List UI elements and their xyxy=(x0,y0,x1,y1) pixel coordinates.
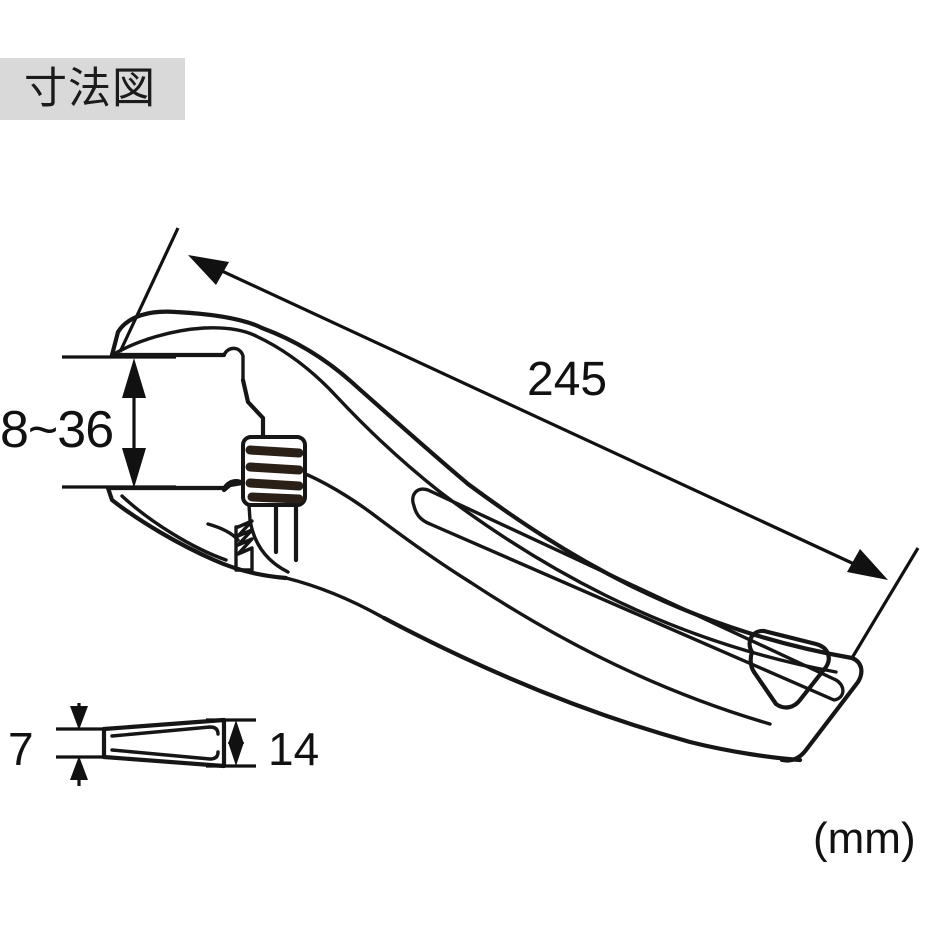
width-arrow-down-icon xyxy=(228,742,244,766)
jaw-thickness-label: 7 xyxy=(8,723,34,775)
movable-jaw-shoulder xyxy=(222,479,290,574)
jaw-thickness-dimension xyxy=(56,703,104,786)
length-extension-line-right xyxy=(850,547,920,659)
hanging-hole xyxy=(747,628,831,710)
length-arrow-right-icon xyxy=(847,549,888,580)
head-upper-contour xyxy=(259,325,471,487)
movable-jaw-rack-teeth xyxy=(234,519,254,572)
worm-thread-1 xyxy=(245,445,304,458)
handle-groove xyxy=(411,487,845,702)
jaw-opening-label: 8~36 xyxy=(0,401,114,459)
handle-top-edge xyxy=(465,481,855,661)
head-lower-contour xyxy=(294,468,472,584)
overall-length-label: 245 xyxy=(527,353,608,406)
handle xyxy=(381,481,864,763)
wrench-head-body xyxy=(254,325,472,620)
fixed-jaw-notch xyxy=(222,346,245,382)
worm-thread-3 xyxy=(245,478,304,491)
thickness-arrow-down-icon xyxy=(70,706,88,730)
movable-jaw-bottom-edge xyxy=(105,485,289,581)
handle-end-cap xyxy=(779,655,864,763)
section-title-chip: 寸法図 xyxy=(0,58,185,120)
head-underside-contour xyxy=(284,576,386,620)
jaw-opening-arrow-up-icon xyxy=(122,358,146,398)
worm-thread-2 xyxy=(245,462,304,475)
overall-length-dimension xyxy=(118,227,920,659)
head-upper-inner-contour xyxy=(254,334,442,494)
movable-jaw-rack-base xyxy=(206,522,240,542)
handle-bottom-edge xyxy=(381,615,803,763)
jaw-profile-detail xyxy=(56,703,256,786)
jaw-profile-inner-top xyxy=(110,725,220,738)
worm-gear-adjuster[interactable] xyxy=(241,435,307,507)
length-extension-line-left xyxy=(118,227,180,353)
jaw-profile-inner-bottom xyxy=(110,748,220,761)
jaw-opening-arrow-down-icon xyxy=(122,448,146,488)
section-title-label: 寸法図 xyxy=(24,63,156,114)
movable-jaw-bevel xyxy=(120,494,228,562)
worm-thread-4 xyxy=(247,492,304,504)
length-arrow-left-icon xyxy=(188,255,229,285)
handle-top-inner-edge xyxy=(438,490,838,674)
fixed-jaw-top-edge xyxy=(109,309,265,358)
jaw-width-dimension xyxy=(206,718,256,768)
jaw-width-label: 14 xyxy=(268,723,320,775)
handle-bottom-inner-edge xyxy=(468,580,772,726)
width-arrow-up-icon xyxy=(228,720,244,744)
thickness-arrow-up-icon xyxy=(70,756,88,780)
length-dimension-line xyxy=(195,257,881,578)
unit-note-label: (mm) xyxy=(813,814,916,863)
fixed-jaw-inner-bevel xyxy=(110,326,258,357)
